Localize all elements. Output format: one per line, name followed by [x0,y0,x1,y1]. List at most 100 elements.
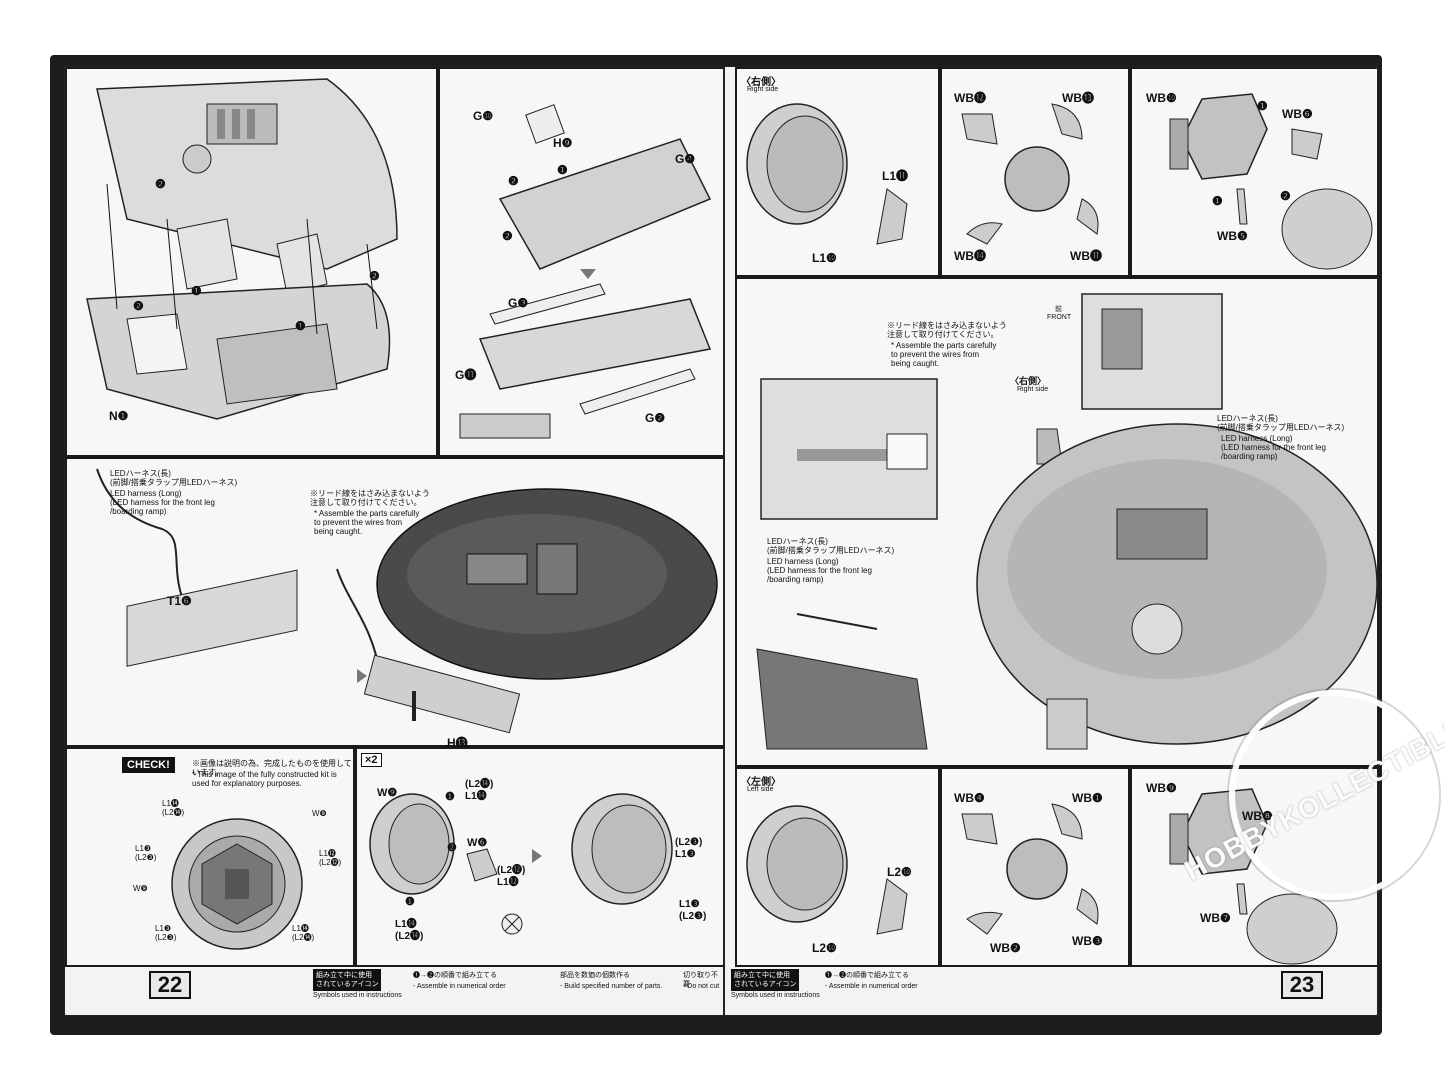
cut-icon-jp: 切り取り不要 [683,972,718,988]
panel-top-right: G❿ H❾ G❹ G❸ G⓫ G❷ ❷ ❶ ❷ [438,67,723,457]
harness-note-jp: LEDハーネス(長) (前脚/搭乗タラップ用LEDハーネス) [110,469,238,487]
panel-right-bottom-c: WB❾ WB❽ WB❼ [1130,767,1377,967]
panel-check: CHECK! ※画像は説明の為、完成したものを使用しています。 * This i… [65,747,355,967]
part-label: WB❽ [1242,809,1273,823]
part-label: WB❺ [1217,229,1248,243]
part-label: WB❸ [1072,934,1103,948]
multiply-icon-jp: 部品を数価の個数作る [560,972,630,979]
step-part-label: L1❸ (L2❸) [679,899,707,922]
caution-note-en: * Assemble the parts carefully to preven… [314,509,420,536]
harness-note-jp: LEDハーネス(長) (前脚/搭乗タラップ用LEDハーネス) [1217,414,1345,432]
disc-assembly-illustration [171,818,303,950]
part-label: WB⓬ [954,91,986,105]
page-number: 22 [149,971,191,999]
left-disc-illustration [746,805,908,935]
side-heading-en: Right side [747,86,779,93]
part-label: L1❿ [812,251,837,265]
harness-install-illustration [96,468,718,734]
part-label: L1⓫ [882,169,909,183]
step-marker: ❶ [1212,194,1223,208]
part-label: WB❼ [1200,911,1231,925]
right-page: 〈右側〉 Right side L1⓫ L1❿ WB⓬ WB⓭ WB⓮ WB⓫ [724,66,1378,1016]
part-label: G❹ [675,152,696,166]
step-marker: ❷ [1280,189,1291,203]
step-marker: ❶ [191,284,202,298]
check-note-jp: ※画像は説明の為、完成したものを使用しています。 [192,759,352,777]
order-icon-en: - Assemble in numerical order [413,983,506,990]
step-part-label: W❾ [377,787,398,799]
part-label: WB⓮ [954,249,986,263]
left-page: N❶ ❷ ❶ ❷ ❶ ❷ G❿ H❾ G❹ G❸ G⓫ G❷ ❷ ❶ ❷ [64,66,724,1016]
check-part-label: L1⓮ (L2⓮) [162,799,185,817]
step-part-label: (L2❸) L1❸ [675,837,703,860]
step-marker: ❷ [155,177,166,191]
step-part-label: W❻ [467,837,488,849]
multiply-icon-en: - Build specified number of parts. [560,983,663,990]
part-label: WB❹ [954,791,985,805]
symbols-heading-en: Symbols used in instructions [313,992,402,999]
panel-right-bottom-b: WB❹ WB❶ WB❷ WB❸ [940,767,1130,967]
step-marker: ❶ [1257,99,1268,113]
part-label: G❸ [508,296,529,310]
part-label: G⓫ [455,368,477,382]
disc-steps-illustration [369,793,673,935]
step-part-label: (L2⓬) L1⓬ [497,865,526,888]
panel-top-left: N❶ ❷ ❶ ❷ ❶ ❷ [65,67,438,457]
front-label-en: FRONT [1047,314,1072,321]
check-title: CHECK! [122,757,175,773]
symbols-heading-jp: 組み立て中に使用 されているアイコン [731,969,800,991]
symbols-heading-jp: 組み立て中に使用 されているアイコン [313,969,382,991]
step-part-label: (L2⓮) L1⓮ [465,779,494,802]
caution-note-jp: ※リード線をはさみ込まないよう 注意して取り付けてください。 [887,321,1007,339]
step-part-label: ❶ [405,896,415,908]
side-heading-en: Right side [1017,386,1049,393]
wb-parts-illustration [961,103,1099,245]
side-heading-jp: 〈右側〉 [741,77,781,88]
caution-note-jp: ※リード線をはさみ込まないよう 注意して取り付けてください。 [310,489,430,507]
caution-note-en: * Assemble the parts carefully to preven… [891,341,997,368]
part-label: H❾ [553,136,573,150]
check-part-label: L1⓬ (L2⓬) [319,849,342,867]
step-part-label: ❶ [445,791,455,803]
part-label: T1❻ [167,594,192,608]
wb-assembly-illustration [1169,788,1338,965]
harness-note-en: LED harness (Long) (LED harness for the … [767,557,872,584]
panel-right-bottom-a: 〈左側〉 Left side L2❿ L2❿ [735,767,940,967]
step-part-label: ❷ [447,842,457,854]
panel-middle-left: LEDハーネス(長) (前脚/搭乗タラップ用LEDハーネス) LED harne… [65,457,723,750]
order-icon-jp: ❶→❷の順番で組み立てる [413,972,497,979]
symbols-heading-en: Symbols used in instructions [731,992,820,999]
cut-icon-en: - Do not cut [683,983,720,990]
panel-bottom-steps: ×2 W❾ ❶ (L2⓮) L1⓮ ❷ W❻ (L2⓬) L1⓬ ❶ L1⓮ (… [355,747,723,967]
step-marker: ❷ [133,299,144,313]
check-part-label: L1❸ (L2❸) [135,844,157,862]
wb-assembly-illustration [1169,93,1373,270]
flow-arrow [532,849,542,863]
step-marker: ❷ [508,174,519,188]
flow-arrow [580,269,596,279]
panel-right-top-a: 〈右側〉 Right side L1⓫ L1❿ [735,67,940,277]
part-label: WB❶ [1072,791,1103,805]
step-marker: ❷ [369,269,380,283]
panel-right-middle: ※リード線をはさみ込まないよう 注意して取り付けてください。 * Assembl… [735,277,1377,767]
order-icon-en: - Assemble in numerical order [825,983,918,990]
multiplier-badge: ×2 [361,753,382,767]
flow-arrow [357,669,367,683]
wb-parts-illustration [961,803,1099,935]
check-part-label: W❾ [312,809,327,818]
part-label: G❿ [473,109,494,123]
part-label: G❷ [645,411,666,425]
page-number: 23 [1281,971,1323,999]
part-label: WB❾ [1146,781,1177,795]
side-heading-en: Left side [747,786,774,793]
harness-note-jp: LEDハーネス(長) (前脚/搭乗タラップ用LEDハーネス) [767,537,895,555]
saucer-assembly-illustration [756,293,1377,750]
part-label: N❶ [109,409,129,423]
side-heading-jp: 〈右側〉 [1010,376,1047,386]
check-part-label: W❾ [133,884,148,893]
step-part-label: L1⓮ (L2⓮) [395,919,424,942]
part-label: WB❻ [1282,107,1313,121]
part-label: WB❿ [1146,91,1177,105]
step-marker: ❶ [557,163,568,177]
order-icon-jp: ❶→❷の順番で組み立てる [825,972,909,979]
